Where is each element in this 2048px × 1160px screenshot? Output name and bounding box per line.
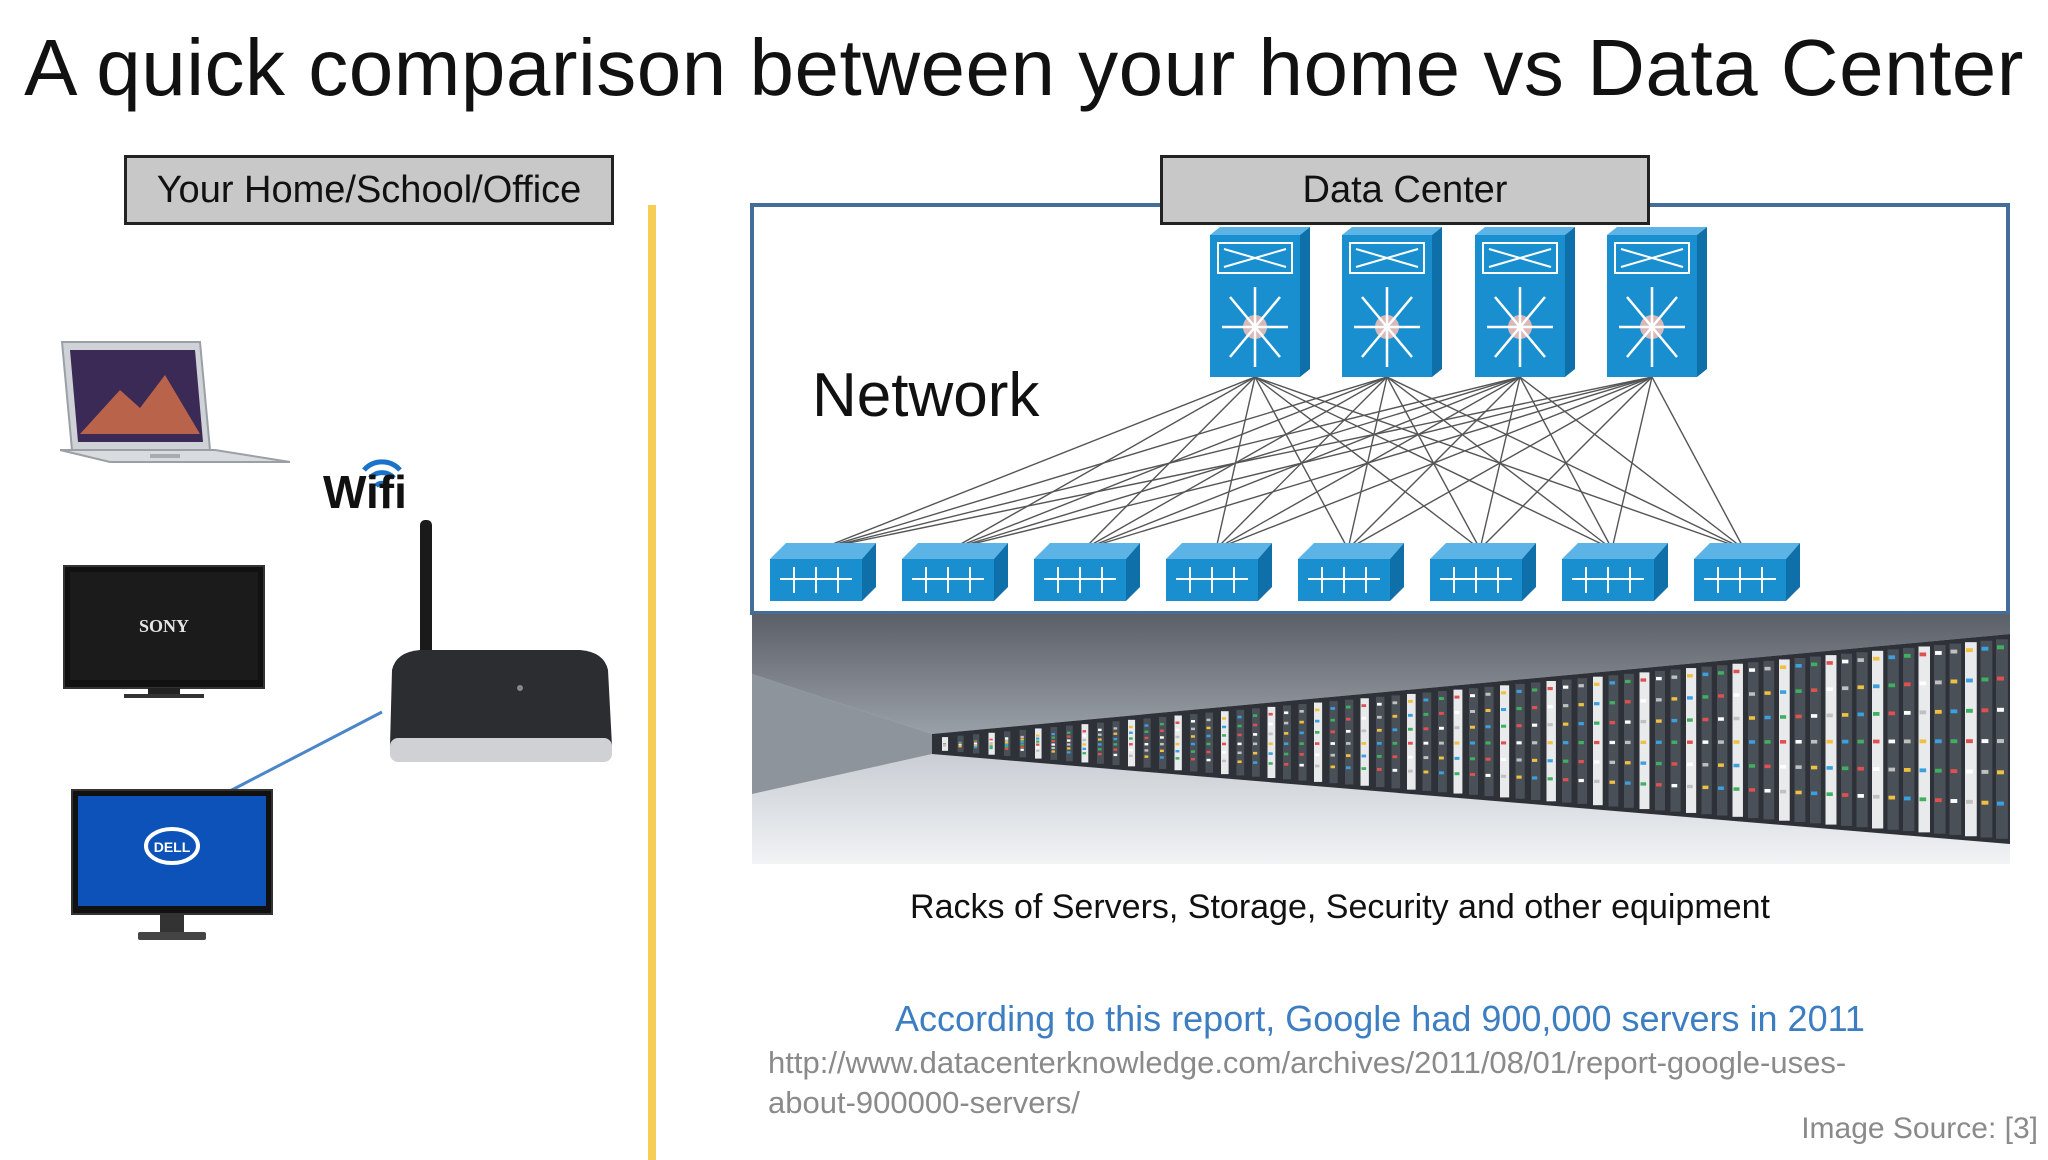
leaf-switch-icon: [1298, 543, 1404, 601]
server-rack: [1887, 649, 1899, 830]
router-monitor-link: [227, 710, 383, 794]
network-link: [819, 376, 1388, 550]
network-topology-diagram: [770, 227, 1800, 601]
server-rack: [1252, 708, 1260, 777]
network-link: [819, 376, 1521, 550]
server-rack: [1283, 705, 1291, 780]
spine-switch-icon: [1342, 227, 1442, 377]
leaf-switch-icon: [1430, 543, 1536, 601]
network-label: Network: [812, 361, 1040, 430]
network-link: [1215, 376, 1653, 550]
server-rack: [1035, 728, 1042, 759]
server-rack: [1918, 646, 1930, 833]
data-center-section-label: Data Center: [1160, 155, 1650, 225]
section-divider: [648, 205, 656, 1160]
server-rack: [1810, 656, 1821, 824]
network-link: [1347, 376, 1653, 550]
report-link[interactable]: According to this report, Google had 900…: [895, 998, 1865, 1039]
server-rack: [1686, 668, 1697, 813]
monitor-brand: DELL: [154, 839, 191, 855]
tv-icon: SONY: [63, 565, 265, 698]
image-source-note: Image Source: [3]: [1801, 1112, 2038, 1145]
network-link: [819, 376, 1256, 550]
network-link: [1083, 376, 1653, 550]
server-rack: [1221, 711, 1229, 775]
server-rack: [1825, 655, 1837, 825]
network-link: [1479, 376, 1653, 550]
server-rack: [1376, 696, 1385, 788]
tv-brand: SONY: [139, 616, 189, 636]
leaf-switch-icon: [1562, 543, 1668, 601]
home-section-label: Your Home/School/Office: [124, 155, 614, 225]
racks-caption: Racks of Servers, Storage, Security and …: [910, 888, 1770, 926]
server-rack: [1531, 682, 1541, 801]
network-link: [951, 376, 1653, 550]
server-rack: [1097, 722, 1104, 764]
wifi-logo: Wifi: [323, 459, 407, 518]
network-link: [1611, 376, 1653, 550]
server-rack: [1546, 680, 1556, 802]
server-rack: [1019, 729, 1026, 758]
server-rack: [1763, 660, 1775, 820]
server-rack: [1701, 666, 1712, 815]
server-rack: [1965, 642, 1977, 837]
leaf-switch-icon: [1166, 543, 1272, 601]
monitor-icon: DELL: [71, 789, 273, 940]
server-rack: [1298, 704, 1307, 781]
leaf-switch-icon: [1694, 543, 1800, 601]
report-url-line-2[interactable]: about-900000-servers/: [768, 1085, 1080, 1120]
server-racks: [942, 639, 2008, 839]
server-rack: [1391, 695, 1401, 789]
server-rack: [1856, 652, 1868, 828]
spine-switch-icon: [1475, 227, 1575, 377]
spine-switch-icon: [1607, 227, 1707, 377]
network-link: [1651, 376, 1745, 550]
router-icon: [390, 520, 612, 762]
network-link: [819, 376, 1653, 550]
server-rack: [1500, 685, 1510, 798]
server-rack: [1717, 665, 1728, 816]
leaf-switch-icon: [902, 543, 1008, 601]
report-url-line-1[interactable]: http://www.datacenterknowledge.com/archi…: [768, 1045, 1847, 1080]
server-rack: [1267, 706, 1276, 779]
wifi-text: Wifi: [323, 466, 407, 518]
server-room-photo: [752, 614, 2010, 864]
server-rack: [1655, 670, 1666, 811]
server-rack: [1484, 686, 1494, 797]
leaf-switch-icon: [1034, 543, 1140, 601]
server-rack: [1407, 693, 1416, 790]
server-rack: [1236, 709, 1245, 776]
server-rack: [1794, 657, 1806, 823]
laptop-icon: [59, 341, 291, 463]
server-rack: [1515, 683, 1525, 799]
server-rack: [1903, 647, 1915, 832]
network-links: [819, 376, 1745, 550]
server-rack: [1422, 692, 1432, 791]
leaf-switch-icon: [770, 543, 876, 601]
spine-switch-icon: [1210, 227, 1310, 377]
server-rack: [1438, 691, 1447, 793]
server-rack: [1453, 689, 1463, 794]
page-title: A quick comparison between your home vs …: [24, 23, 2024, 112]
home-devices-illustration: Wifi SONY DELL: [59, 341, 612, 940]
server-rack: [1779, 659, 1790, 821]
